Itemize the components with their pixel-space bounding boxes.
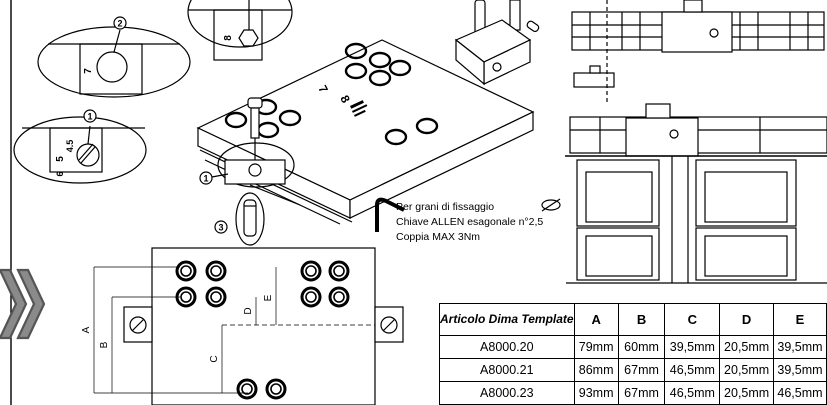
table-cell: 20,5mm: [719, 381, 774, 405]
circle-slash-icon: [541, 198, 561, 212]
detail-view-hexagon: 8: [187, 0, 293, 61]
column-header-b: B: [617, 303, 666, 336]
template-front-view: A B C D E: [81, 247, 404, 405]
table-row: A8000.23 93mm 67mm 46,5mm 20,5mm 46,5mm: [439, 381, 827, 405]
section-view-top: [571, 0, 825, 104]
note-line-3: Coppia MAX 3Nm: [396, 231, 481, 243]
table-cell: 46,5mm: [664, 381, 721, 405]
detail-view-1: 1 5 4.5 6: [13, 109, 147, 184]
dimension-6-label: 6: [55, 171, 65, 176]
callout-marker-2-label: 2: [117, 19, 122, 29]
dimension-label-b: B: [99, 341, 110, 348]
table-header-row: Articolo Dima Template A B C D E: [439, 303, 827, 336]
callout-marker-1-plate-label: 1: [203, 174, 208, 184]
column-header-c: C: [664, 303, 721, 336]
exploded-screws-top: [454, 0, 540, 86]
table-cell: 20,5mm: [719, 358, 774, 382]
dimension-label-d: D: [243, 307, 254, 314]
column-header-article: Articolo Dima Template: [439, 303, 575, 336]
dimension-label-c: C: [209, 355, 220, 362]
table-cell: 67mm: [617, 358, 666, 382]
detail-view-2: 2 7: [37, 16, 191, 98]
table-cell: 67mm: [617, 381, 666, 405]
table-cell: 60mm: [617, 335, 666, 359]
table-row: A8000.20 79mm 60mm 39,5mm 20,5mm 39,5mm: [439, 335, 827, 359]
note-line-1: Per grani di fissaggio: [396, 201, 495, 213]
table-cell: 20,5mm: [719, 335, 774, 359]
table-cell: 39,5mm: [664, 335, 721, 359]
callout-marker-1-label: 1: [87, 112, 92, 122]
column-header-e: E: [772, 303, 827, 336]
table-cell: A8000.20: [439, 335, 575, 359]
table-cell: 46,5mm: [772, 381, 827, 405]
table-cell: A8000.21: [439, 358, 575, 382]
table-row: A8000.21 86mm 67mm 46,5mm 20,5mm 39,5mm: [439, 358, 827, 382]
isometric-template-plate: 7 8 1: [196, 39, 535, 225]
dimension-label-e: E: [263, 294, 274, 301]
template-dimensions-table: Articolo Dima Template A B C D E A8000.2…: [439, 303, 827, 405]
callout-marker-1: [83, 109, 97, 123]
table-cell: 39,5mm: [772, 335, 827, 359]
note-line-2: Chiave ALLEN esagonale n°2,5: [396, 216, 544, 228]
table-cell: 46,5mm: [664, 358, 721, 382]
dimension-5-label: 5: [55, 156, 66, 162]
callout-marker-1-plate: [199, 171, 213, 185]
callout-marker-2: [113, 16, 127, 30]
table-cell: 93mm: [573, 381, 619, 405]
table-cell: 86mm: [573, 358, 619, 382]
profile-cross-section: [565, 103, 827, 284]
dimension-4-5-label: 4.5: [65, 140, 75, 153]
allen-key-icon: [375, 197, 405, 232]
hexagon-icon: [238, 29, 259, 47]
plate-logo-mark: [350, 100, 368, 117]
dimension-7-label: 7: [83, 68, 94, 74]
table-cell: 39,5mm: [772, 358, 827, 382]
callout-marker-3: [214, 220, 228, 234]
callout-marker-3-label: 3: [218, 223, 223, 233]
dimension-8-label: 8: [223, 35, 234, 41]
grub-screw-detail-3: 3: [214, 192, 265, 246]
column-header-d: D: [719, 303, 774, 336]
dimension-label-a: A: [81, 326, 92, 333]
table-cell: 79mm: [573, 335, 619, 359]
fixing-screws-note: Per grani di fissaggio Chiave ALLEN esag…: [396, 200, 543, 245]
table-cell: A8000.23: [439, 381, 575, 405]
column-header-a: A: [573, 303, 619, 336]
double-chevron-right-icon[interactable]: [0, 268, 46, 340]
